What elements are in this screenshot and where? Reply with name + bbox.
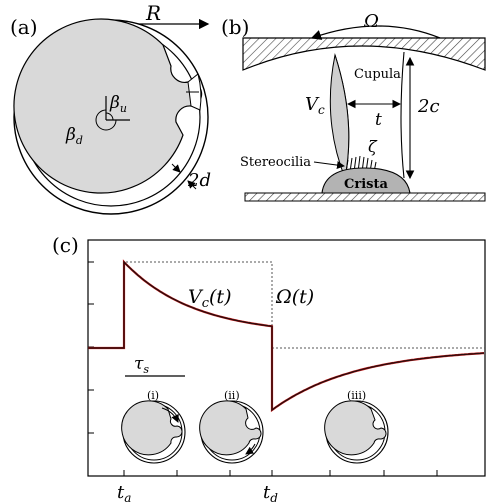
- panel-a-label: (a): [10, 15, 38, 39]
- vc-curve-red: [88, 259, 485, 413]
- zeta-symbol: ζ: [368, 137, 378, 156]
- cupula-label: Cupula: [354, 67, 401, 82]
- beta-d-arc: [95, 109, 117, 131]
- inset-iii: [324, 400, 389, 464]
- stereocilia-pointer: [313, 161, 345, 170]
- ta-label: ta: [117, 482, 131, 504]
- width-symbol: 2d: [187, 170, 211, 191]
- vc-volume: [329, 53, 350, 180]
- omega-arrow: [310, 25, 441, 40]
- inset-i: [121, 400, 186, 464]
- inset-i-label: (i): [147, 389, 159, 402]
- omega-symbol: Ω: [363, 11, 379, 32]
- cupula-right-wall: [400, 51, 405, 179]
- panel-b: (b) Ω Cupula Vc t 2c ζ: [221, 11, 486, 202]
- crista-mound: [321, 167, 411, 194]
- panel-a: (a) R βu βd 2d: [10, 1, 211, 215]
- axis-ticks: [88, 261, 438, 476]
- crista-label: Crista: [344, 177, 388, 192]
- inset-iii-label: (iii): [347, 389, 366, 402]
- plot-frame: [87, 239, 486, 477]
- width-arrow-outer: [171, 163, 181, 173]
- panel-c-label: (c): [52, 233, 79, 257]
- canal-top-wall: [242, 37, 486, 71]
- tau-s-symbol: τs: [134, 354, 149, 376]
- omega-curve-label: Ω(t): [275, 286, 314, 308]
- panel-c: (c) Vc(t) Ω(t) τs: [52, 233, 486, 504]
- beta-u-arc: [105, 112, 114, 121]
- vc-curve: [88, 260, 485, 412]
- canal-bottom-wall: [244, 192, 486, 202]
- thickness-symbol: t: [375, 110, 382, 130]
- td-label: td: [263, 482, 278, 504]
- vc-symbol: Vc: [305, 94, 325, 117]
- inset-ii-label: (ii): [224, 389, 240, 402]
- stereocilia-label: Stereocilia: [240, 155, 311, 170]
- vc-curve-label: Vc(t): [188, 286, 231, 311]
- inset-ii: [199, 400, 264, 464]
- radius-symbol: R: [145, 1, 161, 25]
- height-symbol: 2c: [417, 96, 440, 117]
- panel-b-label: (b): [221, 15, 249, 39]
- width-arrow-inner: [187, 180, 197, 190]
